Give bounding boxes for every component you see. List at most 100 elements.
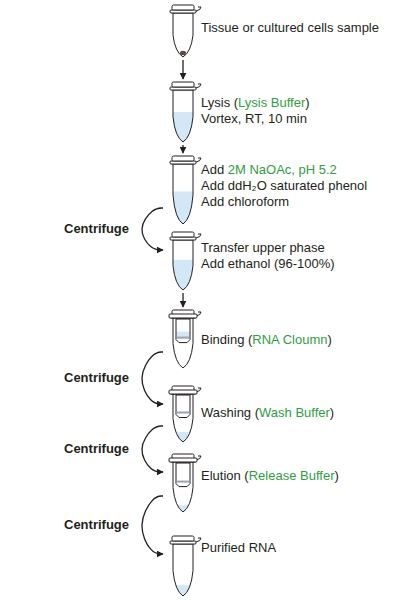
cap-hinge [196, 84, 201, 88]
flow-arrow [142, 496, 163, 554]
cap-hinge [196, 538, 201, 542]
step-text-group: Add 2M NaOAc, pH 5.2Add ddH₂O saturated … [201, 162, 367, 210]
text-part: Tissue or cultured cells sample [201, 20, 379, 35]
text-part: Add ethanol (96-100%) [201, 256, 335, 271]
spin-column [176, 463, 190, 487]
column-membrane [177, 337, 190, 339]
flow-arrow [142, 208, 163, 250]
tube-body [173, 394, 193, 442]
text-part: Lysis ( [201, 95, 238, 110]
step-text: Elution (Release Buffer) [201, 468, 339, 484]
text-part: Binding ( [201, 332, 252, 347]
tube-body [173, 240, 193, 290]
step-text: Add ddH₂O saturated phenol [201, 178, 367, 194]
step-text-group: Tissue or cultured cells sample [201, 20, 379, 36]
step-text: Washing (Wash Buffer) [201, 405, 334, 421]
tube-illustration [163, 3, 203, 59]
process-step: Elution (Release Buffer) [163, 452, 412, 514]
process-step: Washing (Wash Buffer) [163, 384, 412, 444]
text-part: Add ddH₂O saturated phenol [201, 178, 367, 193]
step-text: Vortex, RT, 10 min [201, 111, 310, 127]
text-part: ) [334, 468, 338, 483]
text-part: Purified RNA [201, 540, 276, 555]
step-label: Centrifuge [62, 221, 131, 237]
liquid [171, 112, 195, 176]
text-part: ) [327, 332, 331, 347]
text-part: Elution ( [201, 468, 249, 483]
cap-hinge [196, 7, 201, 11]
tube-rim [170, 315, 196, 318]
tube-rim [170, 459, 196, 462]
step-text-group: Transfer upper phaseAdd ethanol (96-100%… [201, 240, 335, 272]
tube-body [173, 13, 193, 57]
tube-cap [172, 156, 194, 161]
flow-arrow [182, 145, 183, 153]
tube-illustration [163, 534, 203, 598]
step-text-group: Lysis (Lysis Buffer)Vortex, RT, 10 min [201, 95, 310, 127]
step-text-group: Purified RNA [201, 540, 276, 556]
tube-cap [172, 536, 194, 541]
step-text-group: Washing (Wash Buffer) [201, 405, 334, 421]
reagent-name: Lysis Buffer [238, 95, 305, 110]
text-part: Transfer upper phase [201, 240, 325, 255]
liquid [171, 191, 195, 263]
column-liquid [177, 332, 190, 339]
tube-body [173, 318, 193, 368]
process-step: Add 2M NaOAc, pH 5.2Add ddH₂O saturated … [163, 154, 412, 226]
text-part: Add chloroform [201, 194, 289, 209]
step-text: Add ethanol (96-100%) [201, 256, 335, 272]
flow-arrow [182, 60, 183, 79]
reagent-name: Release Buffer [249, 468, 335, 483]
column-collar [169, 390, 197, 394]
step-label: Centrifuge [62, 441, 131, 457]
flow-arrow [182, 293, 183, 307]
flow-arrow [142, 352, 163, 404]
liquid [171, 505, 195, 567]
tube-illustration [163, 80, 203, 144]
column-membrane [177, 411, 190, 413]
tube-rim [170, 391, 196, 394]
tube-cap [172, 82, 194, 87]
cell-pellet [180, 51, 186, 55]
spin-column [176, 395, 190, 417]
column-collar [169, 314, 197, 318]
tube-body [173, 544, 193, 596]
tube-cap [172, 5, 194, 10]
step-text: Tissue or cultured cells sample [201, 20, 379, 36]
flow-arrow [142, 426, 163, 472]
column-collar [169, 458, 197, 462]
step-text: Binding (RNA Cloumn) [201, 332, 332, 348]
tube-illustration [163, 452, 203, 514]
step-label: Centrifuge [62, 517, 131, 533]
reagent-name: 2M NaOAc, pH 5.2 [228, 162, 337, 177]
text-part: ) [305, 95, 309, 110]
step-text-group: Binding (RNA Cloumn) [201, 332, 332, 348]
reagent-name: Wash Buffer [259, 405, 330, 420]
liquid [171, 585, 195, 601]
spin-column [176, 319, 190, 343]
tube-body [173, 90, 193, 142]
tube-cap [172, 232, 194, 237]
cap-hinge [196, 158, 201, 162]
step-text: Add chloroform [201, 194, 367, 210]
text-part: Washing ( [201, 405, 259, 420]
process-step: Lysis (Lysis Buffer)Vortex, RT, 10 min [163, 80, 412, 144]
text-part: ) [330, 405, 334, 420]
step-text: Purified RNA [201, 540, 276, 556]
reagent-name: RNA Cloumn [252, 332, 327, 347]
step-label: Centrifuge [62, 370, 131, 386]
cap-hinge [196, 234, 201, 238]
column-membrane [177, 481, 190, 483]
text-part: Vortex, RT, 10 min [201, 111, 307, 126]
step-text-group: Elution (Release Buffer) [201, 468, 339, 484]
text-part: Add [201, 162, 228, 177]
process-step: Binding (RNA Cloumn) [163, 308, 412, 370]
step-text: Transfer upper phase [201, 240, 335, 256]
liquid [171, 260, 195, 322]
tube-illustration [163, 384, 203, 444]
tube-illustration [163, 230, 203, 292]
tube-body [173, 462, 193, 512]
